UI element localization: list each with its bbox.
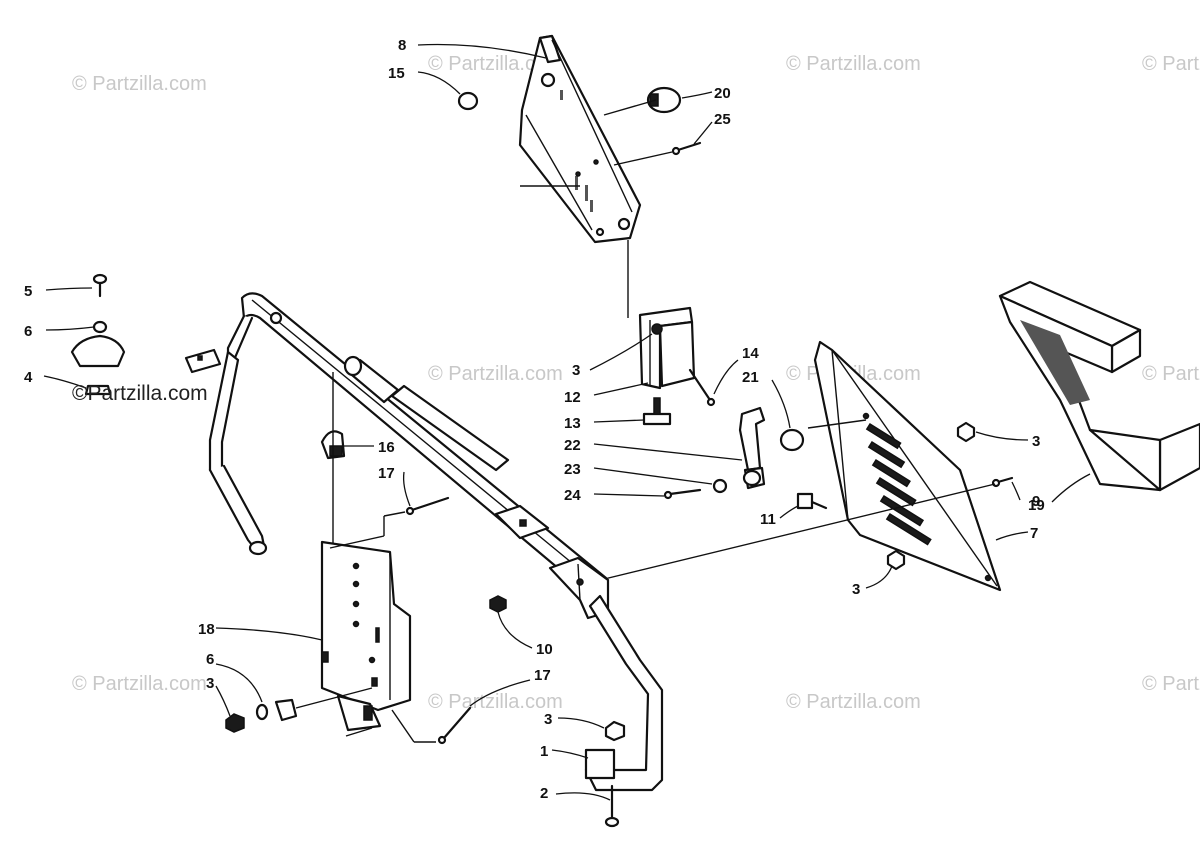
- clip: [796, 492, 828, 510]
- nut-washer-hardware: [225, 687, 373, 733]
- watermark: © Partzilla.com: [786, 691, 921, 713]
- pin: [642, 397, 672, 426]
- screw: [688, 368, 716, 407]
- callout-2: 2: [540, 785, 548, 802]
- hex-nut: [886, 549, 906, 571]
- callout-labels: 8 15 20 25 5 6 4 3 12 14 21 13 22 23 24 …: [24, 37, 1045, 802]
- callout-7: 7: [1030, 525, 1038, 542]
- bolt: [604, 784, 620, 828]
- callout-22: 22: [564, 437, 581, 454]
- callout-3: 3: [852, 581, 860, 598]
- vented-side-panel: [813, 340, 1002, 592]
- callout-6: 6: [24, 323, 32, 340]
- callout-18: 18: [198, 621, 215, 638]
- latch-plate: [320, 540, 412, 732]
- callout-14: 14: [742, 345, 759, 362]
- bolt: [991, 476, 1014, 488]
- callout-11: 11: [760, 511, 776, 528]
- callout-8: 8: [398, 37, 406, 54]
- middle-bracket: [638, 306, 696, 390]
- callout-6: 6: [206, 651, 214, 668]
- callout-1: 1: [540, 743, 548, 760]
- callout-4: 4: [24, 369, 33, 386]
- callout-3: 3: [1032, 433, 1040, 450]
- callout-24: 24: [564, 487, 581, 504]
- callout-3: 3: [206, 675, 214, 692]
- callout-16: 16: [378, 439, 395, 456]
- bumper-frame: [184, 292, 664, 792]
- callout-3: 3: [544, 711, 552, 728]
- callout-17: 17: [378, 465, 395, 482]
- watermark: © Partzilla.com: [1142, 673, 1200, 695]
- screw: [613, 141, 702, 166]
- latch-assembly: [663, 406, 805, 500]
- watermark: © Partzilla.com: [72, 673, 207, 695]
- watermark: © Partzilla.com: [428, 691, 563, 713]
- watermarks: © Partzilla.com © Partzilla.com © Partzi…: [72, 53, 1200, 713]
- callout-21: 21: [742, 369, 759, 386]
- upper-mounting-bracket: [518, 34, 642, 244]
- leader-lines: [43, 43, 1091, 801]
- knob: [603, 86, 682, 116]
- watermark: © Partzilla.com: [786, 53, 921, 75]
- watermark: © Partzilla.com: [428, 363, 563, 385]
- hex-nut: [956, 421, 976, 443]
- handle-pad: [998, 280, 1200, 492]
- hex-nut: [489, 595, 507, 613]
- callout-15: 15: [388, 65, 405, 82]
- watermark: © Partzilla.com: [428, 53, 563, 75]
- callout-3: 3: [572, 362, 580, 379]
- callout-17: 17: [534, 667, 551, 684]
- bushing-hardware: [70, 273, 126, 396]
- callout-12: 12: [564, 389, 581, 406]
- cap-nut: [457, 91, 479, 111]
- callout-20: 20: [714, 85, 731, 102]
- callout-19: 19: [1028, 497, 1045, 514]
- callout-9: 9: [1032, 493, 1040, 510]
- watermark-dark: ©Partzilla.com: [72, 382, 208, 405]
- watermark: © Partzilla.com: [72, 73, 207, 95]
- callout-5: 5: [24, 283, 32, 300]
- callout-13: 13: [564, 415, 581, 432]
- screw: [391, 706, 472, 745]
- callout-10: 10: [536, 641, 553, 658]
- screw: [329, 496, 450, 549]
- callout-25: 25: [714, 111, 731, 128]
- watermark: © Partzilla.com: [1142, 363, 1200, 385]
- watermark: © Partzilla.com: [1142, 53, 1200, 75]
- callout-23: 23: [564, 461, 581, 478]
- hex-nut: [604, 720, 626, 742]
